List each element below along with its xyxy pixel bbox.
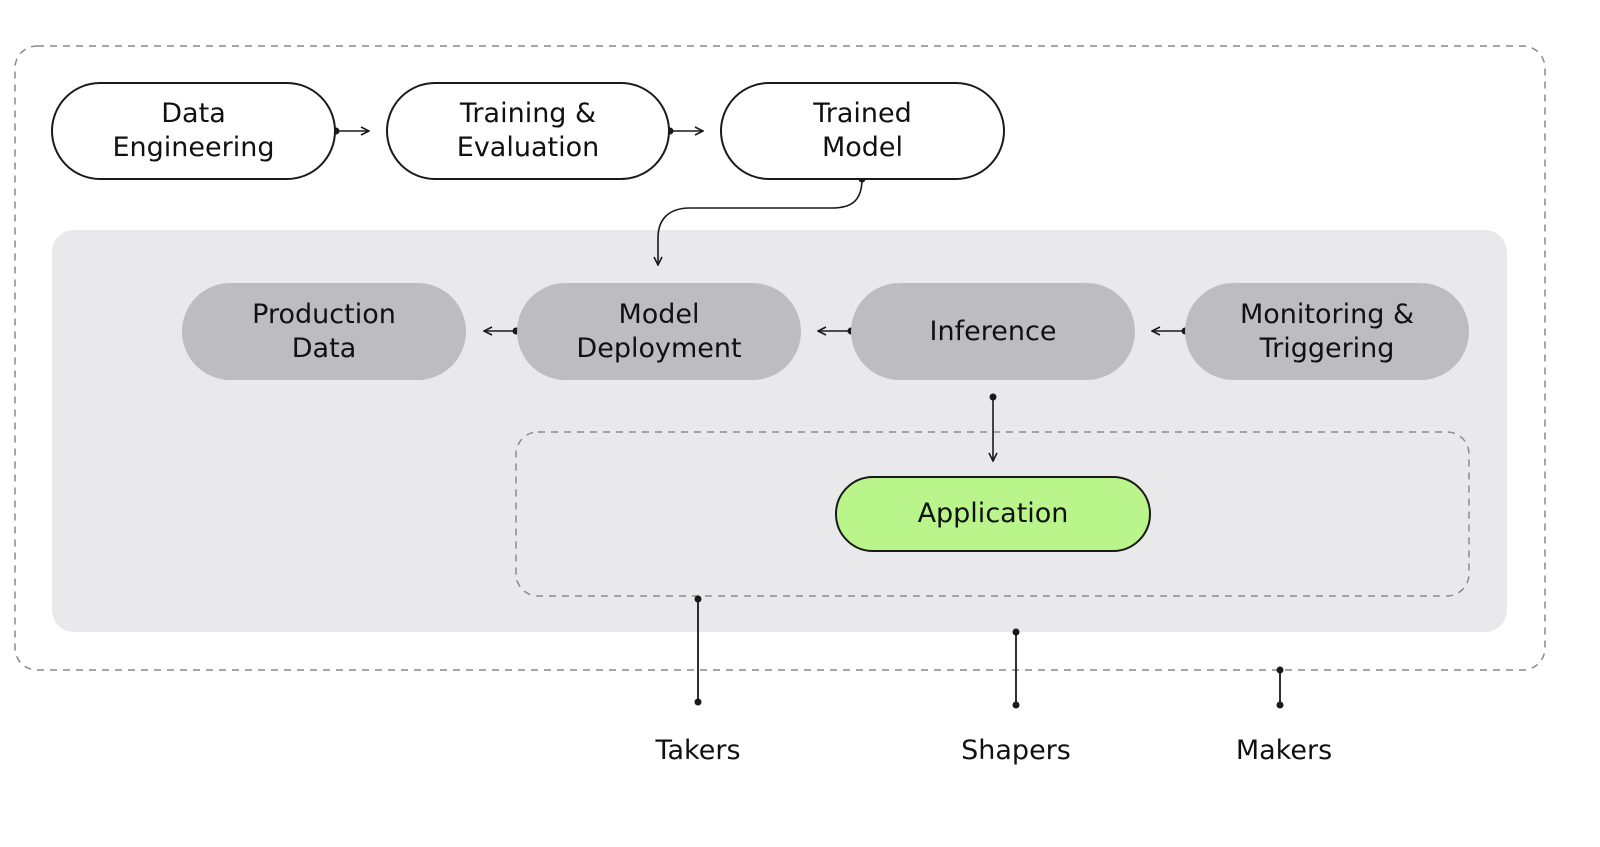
model-deployment-node: Model Deployment — [517, 283, 801, 380]
data-engineering-node: Data Engineering — [51, 82, 336, 180]
monitoring-triggering-node: Monitoring & Triggering — [1185, 283, 1469, 380]
trained-model-label-line-2: Model — [821, 132, 904, 163]
takers-bracket — [694, 595, 702, 706]
shapers-bracket — [1012, 628, 1020, 709]
data-engineering-label-line-1: Data — [161, 98, 226, 129]
data-engineering-label-line-2: Engineering — [112, 132, 275, 163]
application-zone — [515, 431, 1470, 597]
makers-bracket — [1276, 666, 1284, 709]
trained-model-node: Trained Model — [720, 82, 1005, 180]
takers-label: Takers — [655, 735, 741, 766]
connector-training-to-trained — [666, 128, 704, 135]
production-data-node: Production Data — [182, 283, 466, 380]
outer-boundary — [14, 45, 1546, 671]
connector-inference-to-application — [990, 393, 997, 462]
application-label: Application — [917, 498, 1069, 529]
connector-data-to-training — [332, 128, 370, 135]
production-data-label-line-2: Data — [291, 332, 357, 364]
shapers-label: Shapers — [961, 735, 1071, 766]
monitoring-triggering-label-line-2: Triggering — [1259, 332, 1395, 364]
inference-node: Inference — [851, 283, 1135, 380]
model-deployment-label-line-2: Deployment — [576, 332, 742, 364]
model-deployment-label-line-1: Model — [618, 298, 700, 330]
training-evaluation-label-line-2: Evaluation — [456, 132, 600, 163]
training-evaluation-label-line-1: Training & — [459, 98, 597, 129]
inference-label: Inference — [929, 315, 1057, 347]
trained-model-label-line-1: Trained — [813, 98, 912, 129]
production-data-label-line-1: Production — [252, 298, 396, 330]
training-evaluation-node: Training & Evaluation — [386, 82, 670, 180]
application-node: Application — [835, 476, 1151, 552]
monitoring-triggering-label-line-1: Monitoring & — [1239, 298, 1415, 330]
makers-label: Makers — [1235, 735, 1333, 766]
